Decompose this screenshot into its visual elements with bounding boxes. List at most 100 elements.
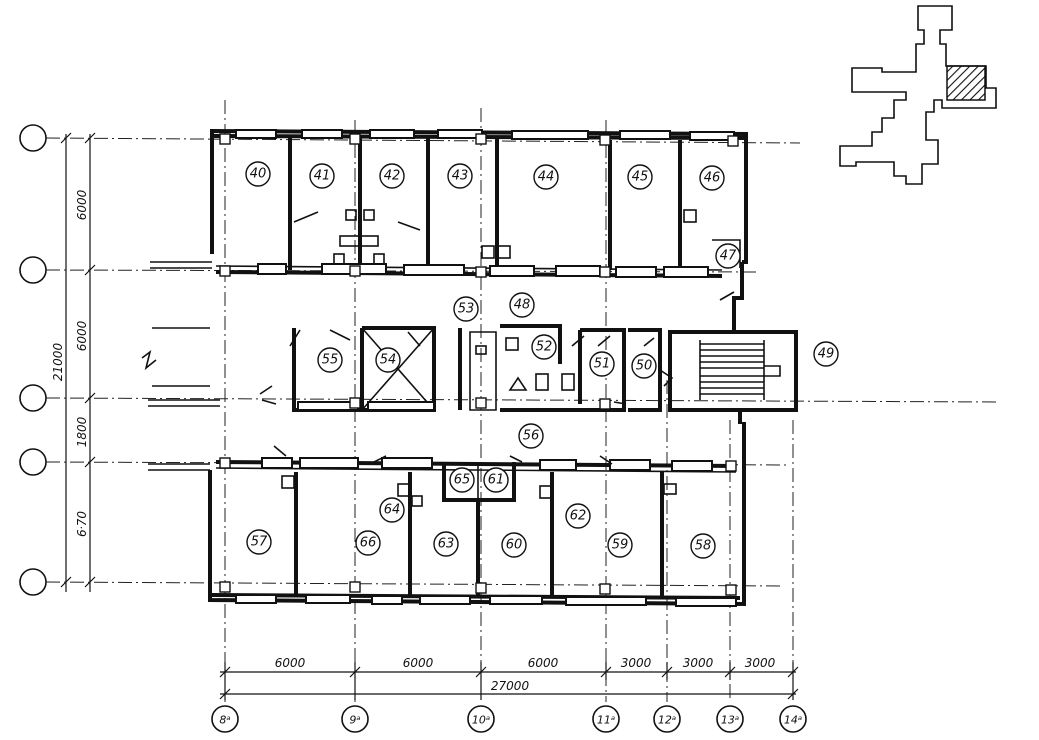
- grid-bubble-col: 13ᵃ: [716, 705, 744, 733]
- grid-bubble-row: [19, 568, 47, 596]
- room-circle: [589, 351, 615, 377]
- room-label-65: 65: [449, 467, 475, 493]
- room-number: 55: [322, 353, 339, 368]
- room-number: 61: [488, 473, 505, 488]
- dimension-texts: 6000 6000 6000 3000 3000 3000 27000 6000…: [51, 189, 776, 693]
- room-label-49: 49: [813, 341, 839, 367]
- columns: [219, 133, 739, 596]
- room-circle: [518, 423, 544, 449]
- room-number: 43: [452, 169, 469, 184]
- dim-h-5: 3000: [683, 656, 714, 670]
- room-circle: [509, 292, 535, 318]
- grid-circle: [716, 705, 744, 733]
- grid-label: 14ᵃ: [784, 714, 802, 727]
- dim-v-2: 6000: [75, 320, 89, 351]
- room-label-52: 52: [531, 334, 557, 360]
- room-circle: [565, 503, 591, 529]
- grid-bubble-col: 8ᵃ: [211, 705, 239, 733]
- room-label-42: 42: [379, 163, 405, 189]
- grid-label: 10ᵃ: [472, 714, 490, 727]
- room-number: 40: [250, 167, 267, 182]
- room-number: 62: [570, 509, 587, 524]
- room-number: 53: [458, 302, 475, 317]
- grid-label: 13ᵃ: [721, 714, 739, 727]
- room-circle: [715, 243, 741, 269]
- room-label-50: 50: [631, 353, 657, 379]
- room-circle: [355, 530, 381, 556]
- grid-bubble-col: 12ᵃ: [653, 705, 681, 733]
- room-circle: [813, 341, 839, 367]
- room-label-46: 46: [699, 165, 725, 191]
- room-circle: [483, 467, 509, 493]
- walls: [141, 128, 798, 607]
- fixture-grid: [345, 209, 375, 221]
- grid-bubble-col: 10ᵃ: [467, 705, 495, 733]
- room-label-44: 44: [533, 164, 559, 190]
- stair-treads: [700, 343, 764, 395]
- room-number: 48: [514, 298, 531, 313]
- grid-label: 12ᵃ: [658, 714, 676, 727]
- grid-label: 11ᵃ: [597, 714, 615, 727]
- dim-h-total: 27000: [491, 679, 530, 693]
- doors: [259, 211, 735, 465]
- dim-h-6: 3000: [745, 656, 776, 670]
- room-circle: [501, 532, 527, 558]
- dim-h-4: 3000: [621, 656, 652, 670]
- room-label-62: 62: [565, 503, 591, 529]
- room-number: 56: [523, 429, 540, 444]
- room-circle: [309, 163, 335, 189]
- room-label-63: 63: [433, 531, 459, 557]
- room-label-43: 43: [447, 163, 473, 189]
- room-circle: [433, 531, 459, 557]
- room-number: 49: [818, 347, 835, 362]
- room-circle: [246, 529, 272, 555]
- room-number: 46: [704, 171, 721, 186]
- room-number: 45: [632, 170, 649, 185]
- dim-h-1: 6000: [275, 656, 306, 670]
- room-number: 59: [612, 538, 629, 553]
- room-number: 60: [506, 538, 523, 553]
- room-label-58: 58: [690, 533, 716, 559]
- room-number: 51: [594, 357, 611, 372]
- room-label-54: 54: [375, 347, 401, 373]
- grid-circle: [592, 705, 620, 733]
- grid-circle: [779, 705, 807, 733]
- grid-axes: [45, 100, 1001, 702]
- grid-circle: [653, 705, 681, 733]
- grid-bubble-col: 9ᵃ: [341, 705, 369, 733]
- room-label-64: 64: [379, 497, 405, 523]
- room-number: 57: [251, 535, 268, 550]
- room-number: 65: [454, 473, 471, 488]
- room-label-55: 55: [317, 347, 343, 373]
- grid-bubble-row: [19, 256, 47, 284]
- grid-circle: [341, 705, 369, 733]
- grid-bubble-row: [19, 124, 47, 152]
- room-number: 41: [314, 169, 331, 184]
- room-label-60: 60: [501, 532, 527, 558]
- room-circle: [379, 497, 405, 523]
- dim-v-1: 6000: [75, 189, 89, 220]
- grid-circle: [467, 705, 495, 733]
- fixtures: [281, 209, 697, 507]
- room-label-40: 40: [245, 161, 271, 187]
- key-plan: [839, 5, 997, 185]
- grid-label: 8ᵃ: [219, 714, 230, 727]
- room-label-41: 41: [309, 163, 335, 189]
- room-label-66: 66: [355, 530, 381, 556]
- room-label-59: 59: [607, 532, 633, 558]
- dim-h-2: 6000: [403, 656, 434, 670]
- room-number: 44: [538, 170, 555, 185]
- room-circle: [317, 347, 343, 373]
- room-label-57: 57: [246, 529, 272, 555]
- grid-bubble-col: 14ᵃ: [779, 705, 807, 733]
- room-number: 42: [384, 169, 401, 184]
- room-label-56: 56: [518, 423, 544, 449]
- room-number: 50: [636, 359, 653, 374]
- room-label-48: 48: [509, 292, 535, 318]
- room-circle: [533, 164, 559, 190]
- room-number: 52: [536, 340, 553, 355]
- room-label-61: 61: [483, 467, 509, 493]
- room-number: 54: [380, 353, 397, 368]
- dimension-lines: [60, 132, 799, 700]
